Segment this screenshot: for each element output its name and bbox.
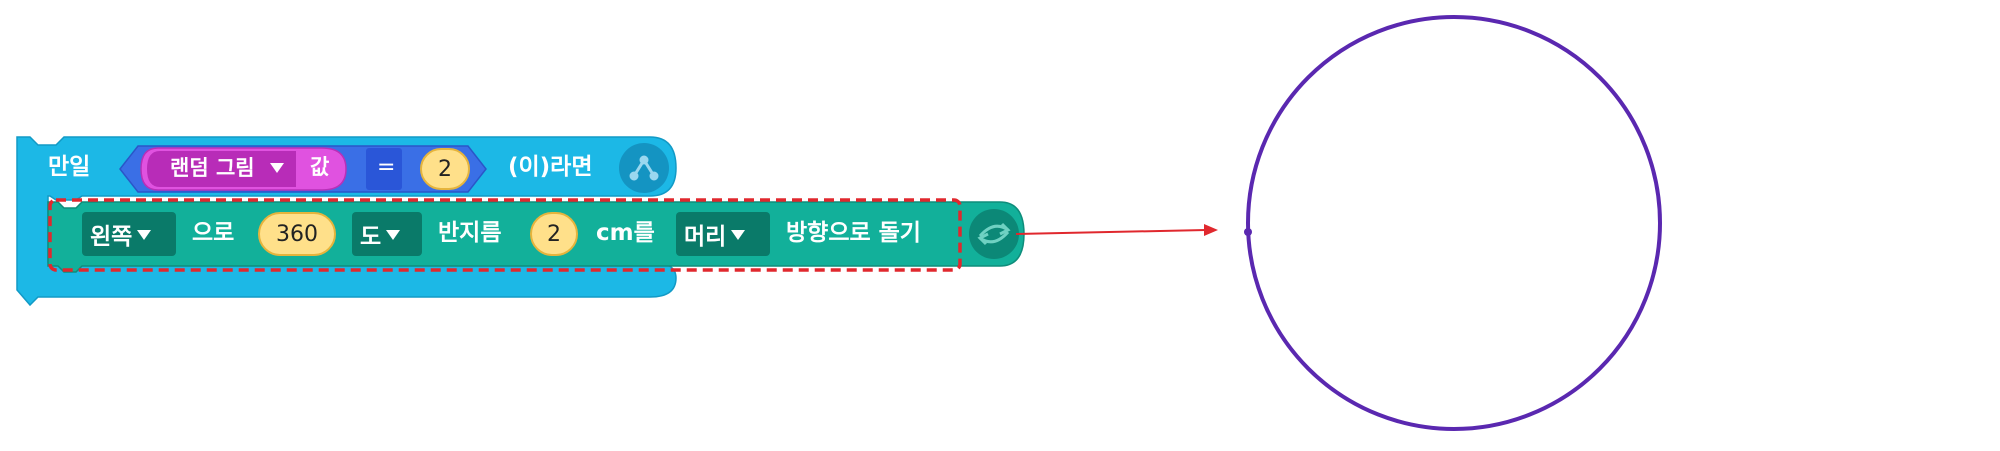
head-dropdown-label: 머리 <box>684 224 727 250</box>
drawn-circle <box>1246 15 1662 431</box>
tail-label: 방향으로 돌기 <box>786 220 921 246</box>
operator-box[interactable] <box>366 148 402 190</box>
compare-value: 2 <box>438 156 452 182</box>
chevron-down-icon <box>137 230 152 240</box>
unit-dropdown[interactable]: 도 <box>352 212 422 256</box>
with-label: 으로 <box>192 220 235 246</box>
head-dropdown[interactable]: 머리 <box>676 212 770 256</box>
operator-label[interactable]: = <box>377 155 396 180</box>
chevron-down-icon <box>731 230 746 240</box>
unit-dropdown-label: 도 <box>360 224 382 250</box>
then-label: (이)라면 <box>508 154 593 180</box>
variable-dropdown-bg[interactable] <box>147 151 296 187</box>
radius-value: 2 <box>547 221 561 247</box>
branch-icon-bg[interactable] <box>619 143 669 193</box>
variable-value-label: 값 <box>310 155 330 179</box>
branch-icon <box>629 155 659 181</box>
turtle-start-point <box>1244 228 1252 236</box>
angle-input[interactable]: 360 <box>258 212 336 256</box>
direction-dropdown-label: 왼쪽 <box>90 224 133 250</box>
highlight-frame <box>48 198 962 272</box>
radius-input[interactable]: 2 <box>530 212 578 256</box>
compare-value-input[interactable]: 2 <box>420 148 470 190</box>
if-label: 만일 <box>48 154 91 180</box>
arrow-connector <box>1015 224 1218 236</box>
turtle-drawing <box>1244 15 1662 431</box>
chevron-down-icon <box>386 230 401 240</box>
radius-label: 반지름 <box>438 220 502 246</box>
turn-icon-bg[interactable] <box>969 209 1019 259</box>
chevron-down-icon[interactable] <box>270 163 284 173</box>
direction-dropdown[interactable]: 왼쪽 <box>82 212 176 256</box>
turn-icon <box>977 222 1011 246</box>
variable-dropdown-label[interactable]: 랜덤 그림 <box>170 156 255 180</box>
angle-value: 360 <box>276 221 318 247</box>
cm-label: cm를 <box>596 220 655 246</box>
